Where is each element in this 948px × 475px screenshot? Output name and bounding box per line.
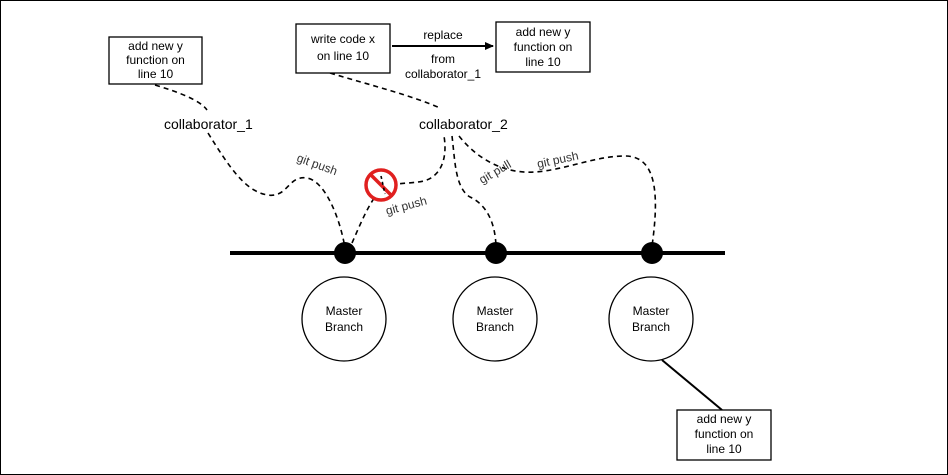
connector-blocked-git-push — [351, 135, 446, 244]
no-entry-icon — [364, 168, 398, 202]
commit-dot-1 — [334, 242, 356, 264]
note-right-line-3: line 10 — [525, 55, 561, 69]
from-label-line-2: collaborator_1 — [405, 67, 481, 81]
replace-label: replace — [423, 28, 463, 42]
note-write-line-1: write code x — [310, 32, 375, 46]
connector-collaborator-1-git-push — [207, 132, 346, 249]
note-left-line-1: add new y — [128, 39, 183, 53]
from-label-line-1: from — [431, 52, 455, 66]
note-left-line-3: line 10 — [138, 67, 174, 81]
connector-git-push-right — [458, 135, 657, 247]
connector-write-note-to-collaborator-2 — [329, 72, 441, 109]
branch-2-line-2: Branch — [476, 320, 514, 334]
commit-dot-3 — [641, 242, 663, 264]
connector-left-note-to-collaborator-1 — [154, 84, 208, 111]
note-bottom-line-1: add new y — [697, 412, 752, 426]
note-left: add new y function on line 10 — [108, 36, 203, 85]
branch-node-1: Master Branch — [301, 276, 387, 362]
collaborator-2-label: collaborator_2 — [419, 116, 508, 132]
note-bottom-line-3: line 10 — [706, 442, 742, 456]
connector-git-pull — [451, 135, 497, 247]
commit-dot-2 — [485, 242, 507, 264]
note-left-line-2: function on — [126, 53, 185, 67]
branch-1-line-2: Branch — [325, 320, 363, 334]
note-bottom: add new y function on line 10 — [676, 409, 772, 461]
branch-3-line-1: Master — [633, 304, 670, 318]
note-write-code: write code x on line 10 — [295, 23, 391, 74]
collaborator-1-label: collaborator_1 — [164, 116, 253, 132]
branch-node-3: Master Branch — [608, 276, 694, 362]
note-right-line-2: function on — [514, 40, 573, 54]
branch-1-line-1: Master — [326, 304, 363, 318]
note-write-line-2: on line 10 — [317, 49, 369, 63]
branch-node-2: Master Branch — [452, 276, 538, 362]
note-bottom-line-2: function on — [695, 427, 754, 441]
connector-branch-3-to-bottom-note — [661, 359, 723, 411]
note-right: add new y function on line 10 — [495, 21, 591, 73]
branch-2-line-1: Master — [477, 304, 514, 318]
branch-3-line-2: Branch — [632, 320, 670, 334]
note-right-line-1: add new y — [516, 25, 571, 39]
